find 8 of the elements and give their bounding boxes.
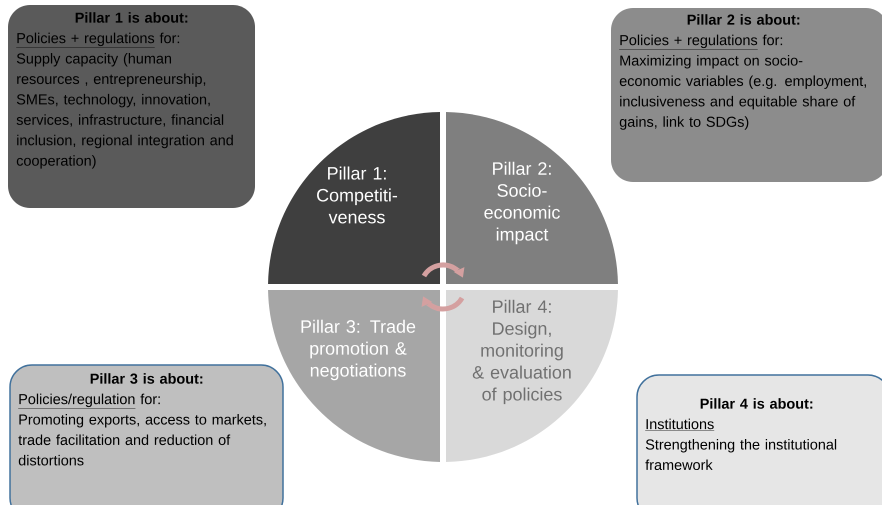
pie-quadrant: Pillar 2: Socio-economic impact xyxy=(446,112,618,284)
pie-quadrant: Pillar 1: Competiti-veness xyxy=(268,112,440,284)
callout-box: Pillar 3 is about: Policies/regulation for: Promoting exports, access to markets, trade facilitation and reduction of distortions xyxy=(9,364,284,505)
pie-quadrant: Pillar 4: Design, monitoring & evaluation of policies xyxy=(446,290,618,462)
pie-quadrant: Pillar 3: Trade promotion & negotiations xyxy=(268,290,440,462)
callout-box: Pillar 2 is about: Policies + regulations for: Maximizing impact on socio-economic variables (e.g. employment, inclusiveness and equitable share of gains, link to SDGs) xyxy=(611,8,882,182)
callout-box: Pillar 4 is about: Institutions Strengthening the institutional framework xyxy=(636,374,882,505)
callout-box: Pillar 1 is about: Policies + regulations for: Supply capacity (human resources , entrepreneurship, SMEs, technology, innovation, services, infrastructure, financial inclusion, regional integration and cooperation) xyxy=(8,5,255,208)
